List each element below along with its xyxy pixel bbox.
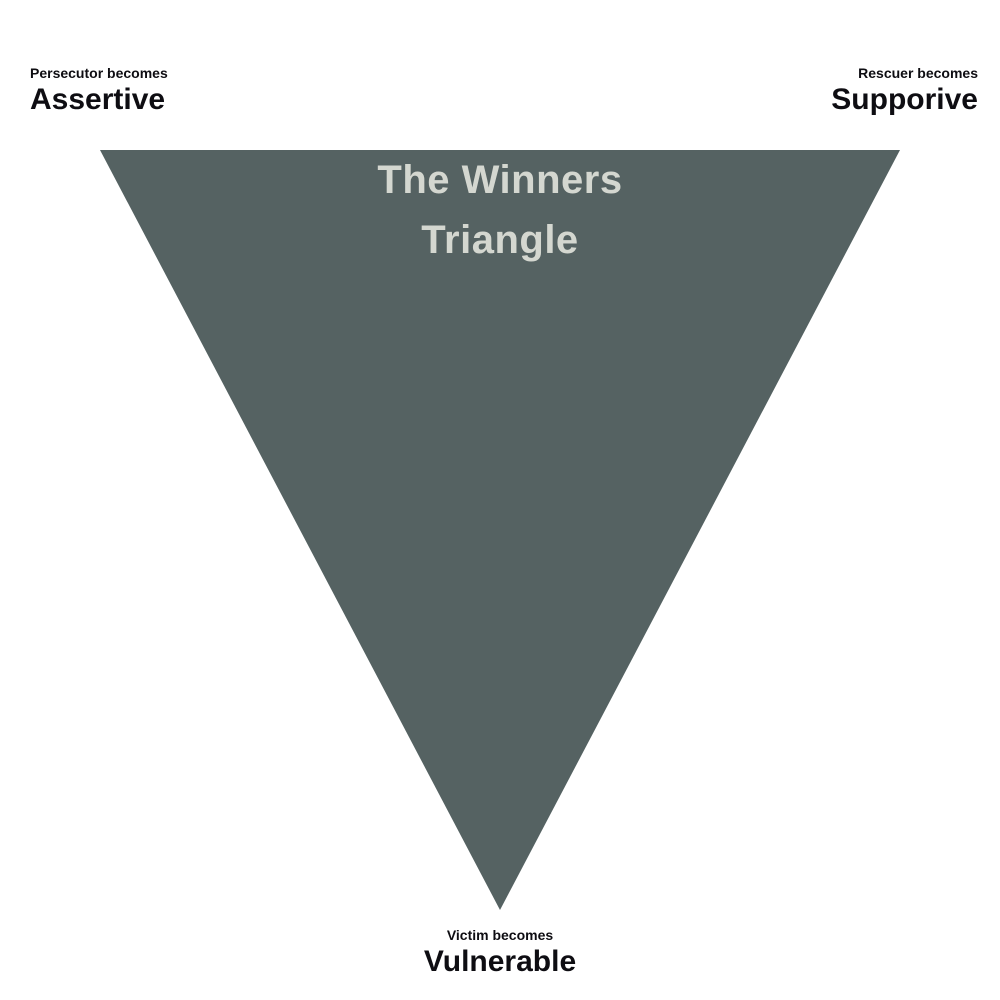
- rescuer-corner-label: Rescuer becomes Supporive: [831, 65, 978, 116]
- victim-corner-label: Victim becomes Vulnerable: [0, 927, 1000, 978]
- vulnerable-role-text: Vulnerable: [423, 945, 577, 978]
- persecutor-corner-label: Persecutor becomes Assertive: [30, 65, 168, 116]
- rescuer-becomes-text: Rescuer becomes: [858, 65, 978, 81]
- assertive-role-text: Assertive: [30, 83, 166, 116]
- diagram-title-line2: Triangle: [421, 218, 579, 262]
- triangle-shape: [100, 150, 900, 910]
- victim-becomes-text: Victim becomes: [446, 927, 554, 943]
- diagram-title-line1: The Winners: [377, 158, 623, 202]
- supportive-role-text: Supporive: [831, 83, 978, 116]
- diagram-title: The Winners Triangle: [0, 150, 1000, 270]
- persecutor-becomes-text: Persecutor becomes: [30, 65, 168, 81]
